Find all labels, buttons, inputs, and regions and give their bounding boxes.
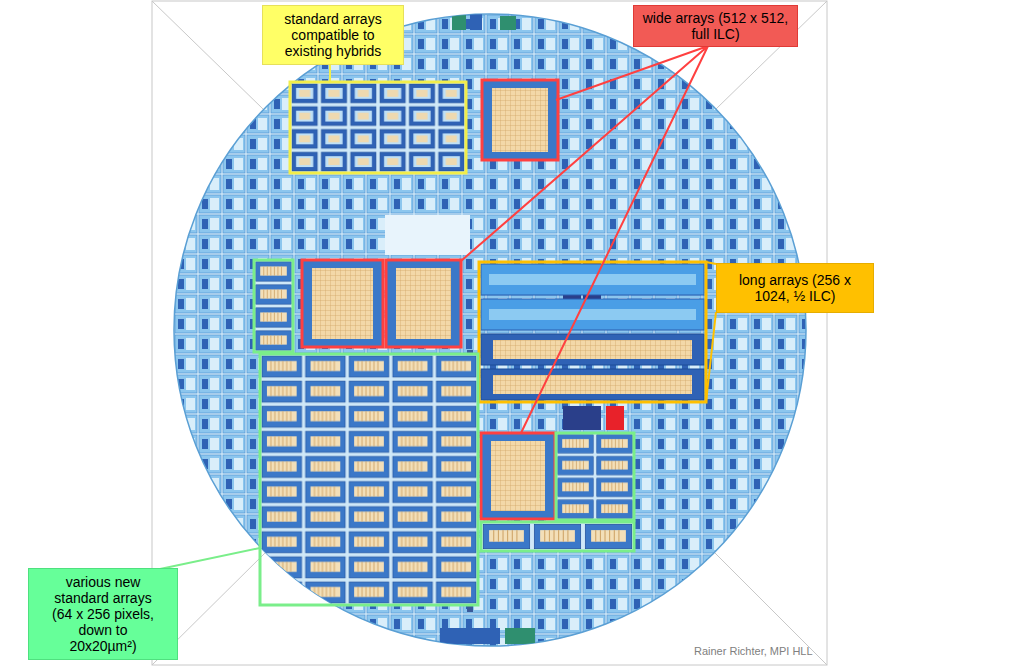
marker <box>500 16 516 30</box>
long-array-bar <box>481 334 704 365</box>
new-array-field <box>556 433 634 520</box>
leader-line <box>706 262 716 402</box>
wide-array-matrix <box>396 268 451 339</box>
highlight-outline <box>290 82 466 173</box>
wide-array-frame <box>302 260 383 347</box>
long-array-bar <box>481 264 704 295</box>
highlight-outline <box>260 354 478 605</box>
new-array-field <box>260 354 478 605</box>
long-array-bar <box>481 299 704 330</box>
highlight-outline <box>302 260 383 347</box>
callout-text: various new standard arrays (64 x 256 pi… <box>43 574 163 654</box>
highlight-outline <box>254 260 293 352</box>
highlight-outline <box>482 80 558 160</box>
highlight-outline <box>481 522 634 551</box>
frame <box>152 1 827 665</box>
marker <box>505 628 535 644</box>
standard-array-field <box>290 82 466 173</box>
callout-box: various new standard arrays (64 x 256 pi… <box>28 568 178 660</box>
wide-array-matrix <box>492 88 548 152</box>
test-area <box>385 215 470 255</box>
wafer <box>174 14 806 646</box>
test-square <box>606 406 624 430</box>
leader-line <box>160 548 260 569</box>
long-array-matrix <box>493 340 692 359</box>
highlight-outline <box>556 433 634 520</box>
corner-line <box>152 1 827 665</box>
callout-box: standard arrays compatible to existing h… <box>262 5 404 65</box>
callout-box: long arrays (256 x 1024, ½ ILC) <box>716 263 874 313</box>
callout-text: wide arrays (512 x 512, full ILC) <box>640 10 791 42</box>
marker <box>470 14 482 30</box>
wide-array-matrix <box>491 441 545 511</box>
marker <box>452 14 466 30</box>
wide-array-frame <box>481 433 555 519</box>
highlight-outline <box>481 433 555 519</box>
callout-box: wide arrays (512 x 512, full ILC) <box>633 5 798 47</box>
long-array-matrix <box>493 375 692 394</box>
credit-text: Rainer Richter, MPI HLL <box>694 645 813 657</box>
callout-text: standard arrays compatible to existing h… <box>271 11 395 59</box>
callout-text: long arrays (256 x 1024, ½ ILC) <box>723 272 867 304</box>
leader-line <box>461 46 708 433</box>
wide-array-matrix <box>312 268 373 339</box>
marker <box>440 628 500 644</box>
new-array-field <box>481 522 634 551</box>
wide-array-frame <box>386 260 461 347</box>
test-square <box>563 406 601 430</box>
highlight-outline <box>386 260 461 347</box>
new-array-field <box>254 260 293 352</box>
long-array-stripe <box>489 309 696 320</box>
wide-array-frame <box>482 80 558 160</box>
long-array-bar <box>481 369 704 400</box>
